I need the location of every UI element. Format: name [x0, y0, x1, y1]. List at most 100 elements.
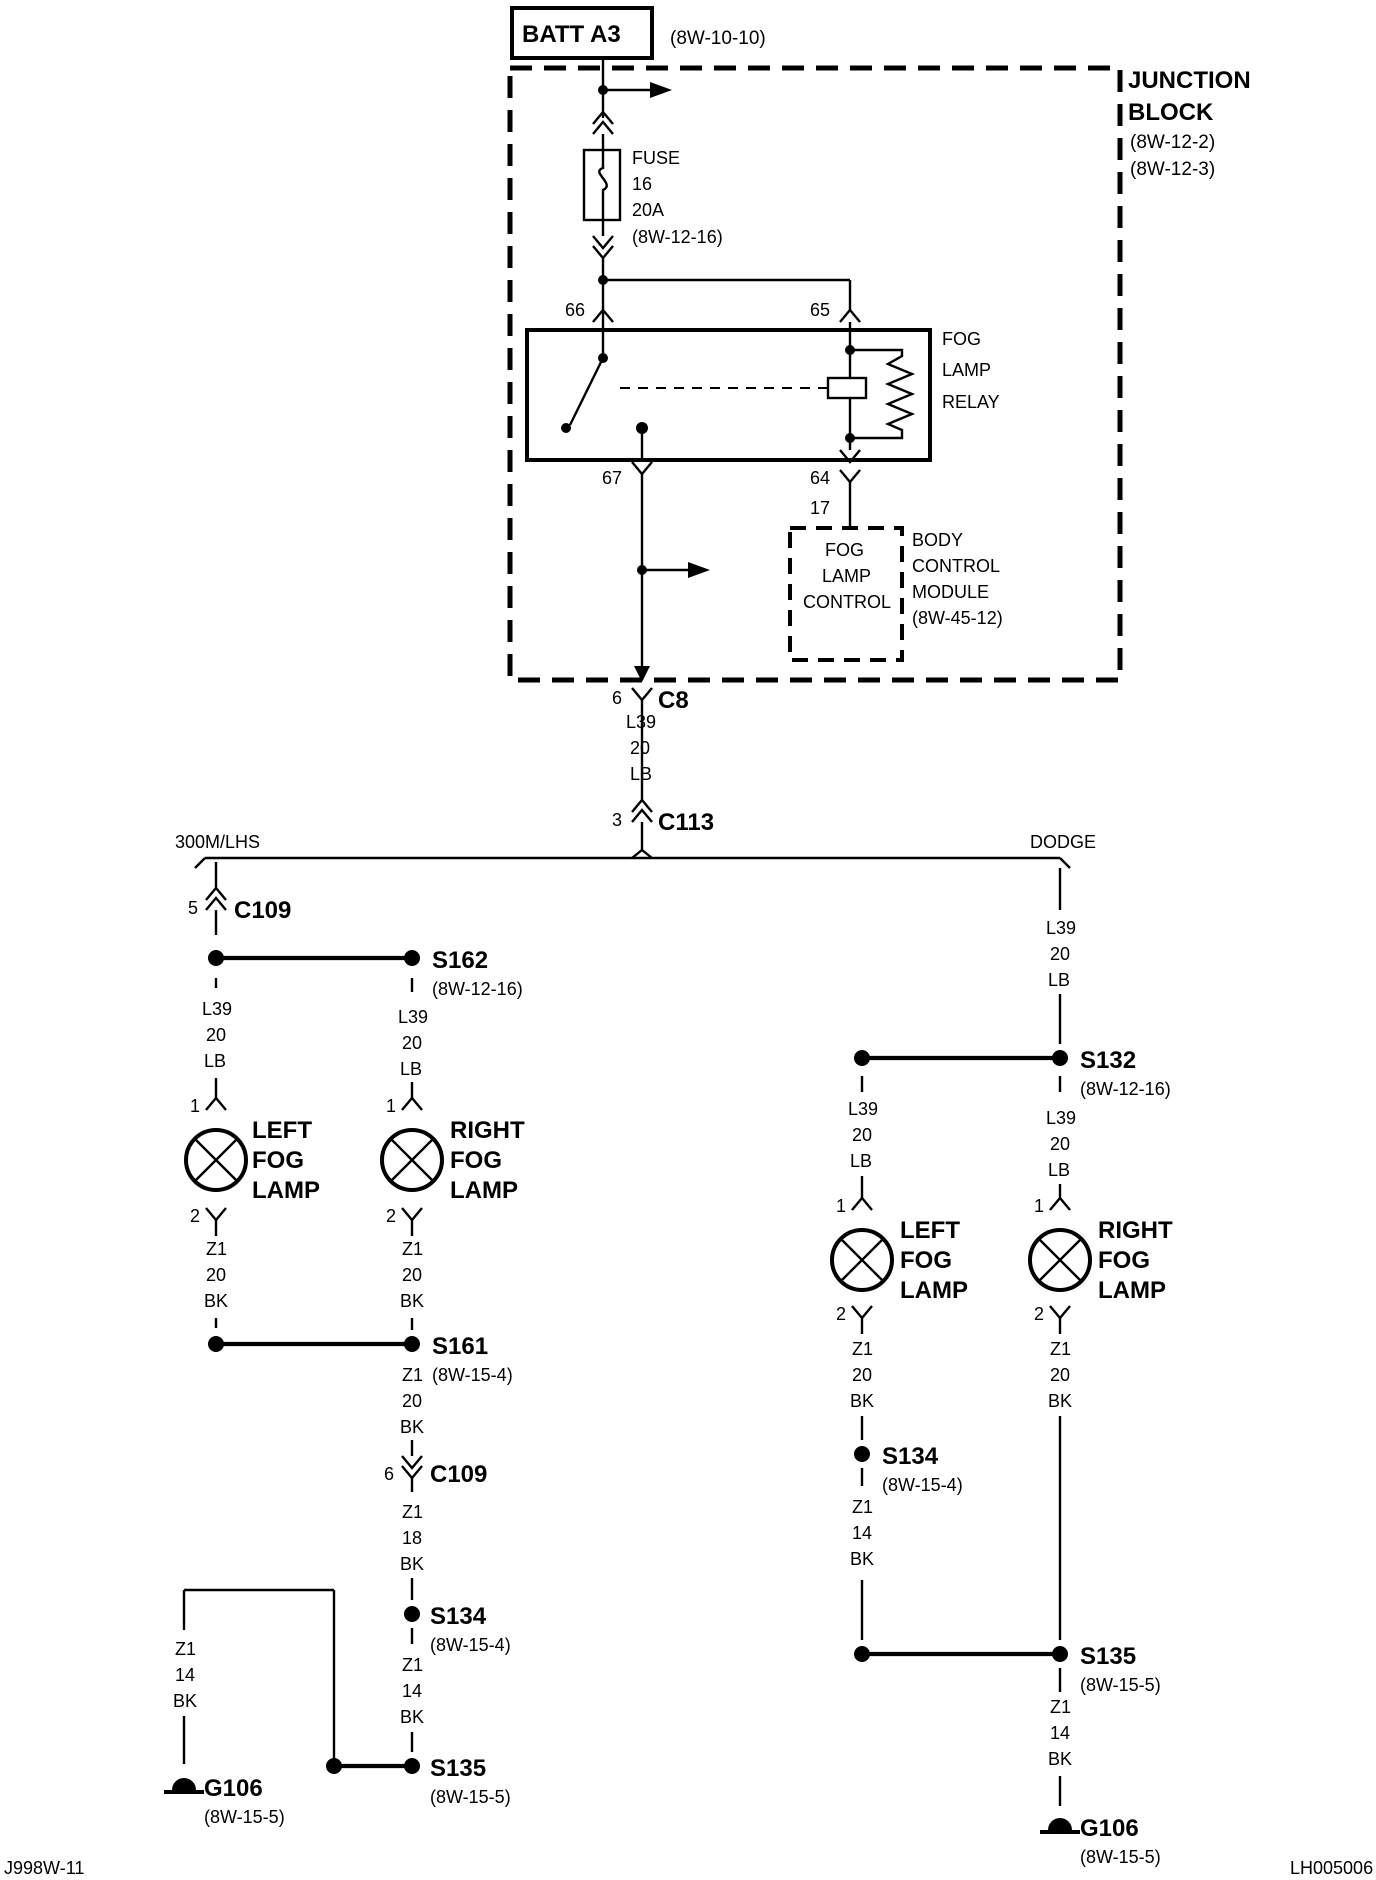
r-right-lamp-t3: LAMP	[1098, 1277, 1166, 1304]
l-s135-label: S135	[430, 1755, 486, 1782]
l-left-lamp-pin2: 2	[190, 1206, 200, 1226]
bcm-pin: 17	[810, 498, 830, 518]
l-right-lamp-t2: FOG	[450, 1147, 502, 1174]
c8-wire-3: LB	[630, 764, 652, 784]
r-wire-b-3: LB	[1048, 1160, 1070, 1180]
r-left-lamp-t3: LAMP	[900, 1277, 968, 1304]
r-left-lamp-pin2: 2	[836, 1304, 846, 1324]
c109-top-connector	[205, 886, 227, 911]
l-gnd-a-3: BK	[204, 1291, 228, 1311]
bcm-title-1: BODY	[912, 530, 963, 550]
bcm-inner-1: FOG	[825, 540, 864, 560]
c113-label: C113	[658, 809, 714, 836]
splice-s134-right	[854, 1446, 870, 1462]
c109-bottom-wire-1: Z1	[402, 1502, 423, 1522]
l-s134-wire-3: BK	[400, 1707, 424, 1727]
relay-pin-64: 64	[810, 468, 830, 488]
junction-block-title-1: JUNCTION	[1128, 67, 1251, 94]
c109-bottom-label: C109	[430, 1461, 487, 1488]
l-wire-a-2: 20	[206, 1025, 226, 1045]
relay-box	[525, 328, 932, 462]
l-wire-a-3: LB	[204, 1051, 226, 1071]
s132-label: S132	[1080, 1047, 1136, 1074]
r-s134-ref: (8W-15-4)	[882, 1475, 963, 1495]
s162-ref: (8W-12-16)	[432, 979, 523, 999]
l-branch-wire-1: Z1	[175, 1639, 196, 1659]
l-wire-b-3: LB	[400, 1059, 422, 1079]
fuse-label-1: FUSE	[632, 148, 680, 168]
l-wire-a-1: L39	[202, 999, 232, 1019]
battery-feed: BATT A3 (8W-10-10)	[510, 6, 766, 60]
relay-label-3: RELAY	[942, 392, 1000, 412]
bcm-title-2: CONTROL	[912, 556, 1000, 576]
l-gnd-b-2: 20	[402, 1265, 422, 1285]
r-s135-wire-1: Z1	[1050, 1697, 1071, 1717]
r-s134-label: S134	[882, 1443, 939, 1470]
junction-block-outline	[507, 65, 1123, 683]
c8-pin: 6	[612, 688, 622, 708]
r-trunk-1: L39	[1046, 918, 1076, 938]
l-gnd-b-1: Z1	[402, 1239, 423, 1259]
arrow-right-icon	[650, 82, 672, 98]
c109-bottom-pin: 6	[384, 1464, 394, 1484]
r-gnd-a-3: BK	[850, 1391, 874, 1411]
l-g106-label: G106	[204, 1775, 263, 1802]
l-wire-b-2: 20	[402, 1033, 422, 1053]
splice-s161	[404, 1336, 420, 1352]
batt-ref: (8W-10-10)	[670, 28, 766, 49]
fuse-ref: (8W-12-16)	[632, 227, 723, 247]
r-g106-label: G106	[1080, 1815, 1139, 1842]
footer-left: J998W-11	[4, 1858, 84, 1878]
c109-bottom-wire-3: BK	[400, 1554, 424, 1574]
connector-fuse-top	[592, 110, 614, 135]
bcm-title-3: MODULE	[912, 582, 989, 602]
r-s135-ref: (8W-15-5)	[1080, 1675, 1161, 1695]
l-s134-wire-2: 14	[402, 1681, 422, 1701]
splice-s162	[404, 950, 420, 966]
relay-pin-65: 65	[810, 300, 830, 320]
l-s134-ref: (8W-15-4)	[430, 1635, 511, 1655]
c8-wire-2: 20	[630, 738, 650, 758]
r-wire-a-3: LB	[850, 1151, 872, 1171]
relay-resistor	[850, 348, 916, 440]
s161-label: S161	[432, 1333, 488, 1360]
lamp-icon	[380, 1128, 444, 1192]
c109-bottom-connector	[401, 1455, 423, 1480]
variant-left: 300M/LHS	[175, 832, 260, 852]
c8-label: C8	[658, 687, 689, 714]
lamp-icon	[184, 1128, 248, 1192]
r-s135-label: S135	[1080, 1643, 1136, 1670]
l-right-lamp-t3: LAMP	[450, 1177, 518, 1204]
fuse-element	[598, 150, 608, 220]
s132-ref: (8W-12-16)	[1080, 1079, 1171, 1099]
footer-right: LH005006	[1290, 1858, 1373, 1878]
fog-lamp-relay: FOG LAMP RELAY	[525, 312, 1000, 462]
l-left-lamp-pin1: 1	[190, 1096, 200, 1116]
r-s134-wire-2: 14	[852, 1523, 872, 1543]
c113-pin: 3	[612, 810, 622, 830]
splice-s134-left	[404, 1606, 420, 1622]
r-s135-wire-2: 14	[1050, 1723, 1070, 1743]
r-s134-wire-1: Z1	[852, 1497, 873, 1517]
r-wire-b-1: L39	[1046, 1108, 1076, 1128]
l-left-lamp-t2: FOG	[252, 1147, 304, 1174]
bcm-inner-2: LAMP	[822, 566, 871, 586]
l-gnd-a-2: 20	[206, 1265, 226, 1285]
bcm-box	[788, 526, 904, 662]
l-right-lamp-pin1: 1	[386, 1096, 396, 1116]
relay-label-2: LAMP	[942, 360, 991, 380]
r-wire-a-1: L39	[848, 1099, 878, 1119]
l-g106-ref: (8W-15-5)	[204, 1807, 285, 1827]
l-s135-ref: (8W-15-5)	[430, 1787, 511, 1807]
l-gnd-b-3: BK	[400, 1291, 424, 1311]
c109-bottom-wire-2: 18	[402, 1528, 422, 1548]
fuse-label-2: 16	[632, 174, 652, 194]
s162-label: S162	[432, 947, 488, 974]
splice-s135-right	[1052, 1646, 1068, 1662]
lamp-icon	[830, 1228, 894, 1292]
r-s135-wire-3: BK	[1048, 1749, 1072, 1769]
l-right-lamp-t1: RIGHT	[450, 1117, 525, 1144]
r-g106-ref: (8W-15-5)	[1080, 1847, 1161, 1867]
l-s134-label: S134	[430, 1603, 487, 1630]
